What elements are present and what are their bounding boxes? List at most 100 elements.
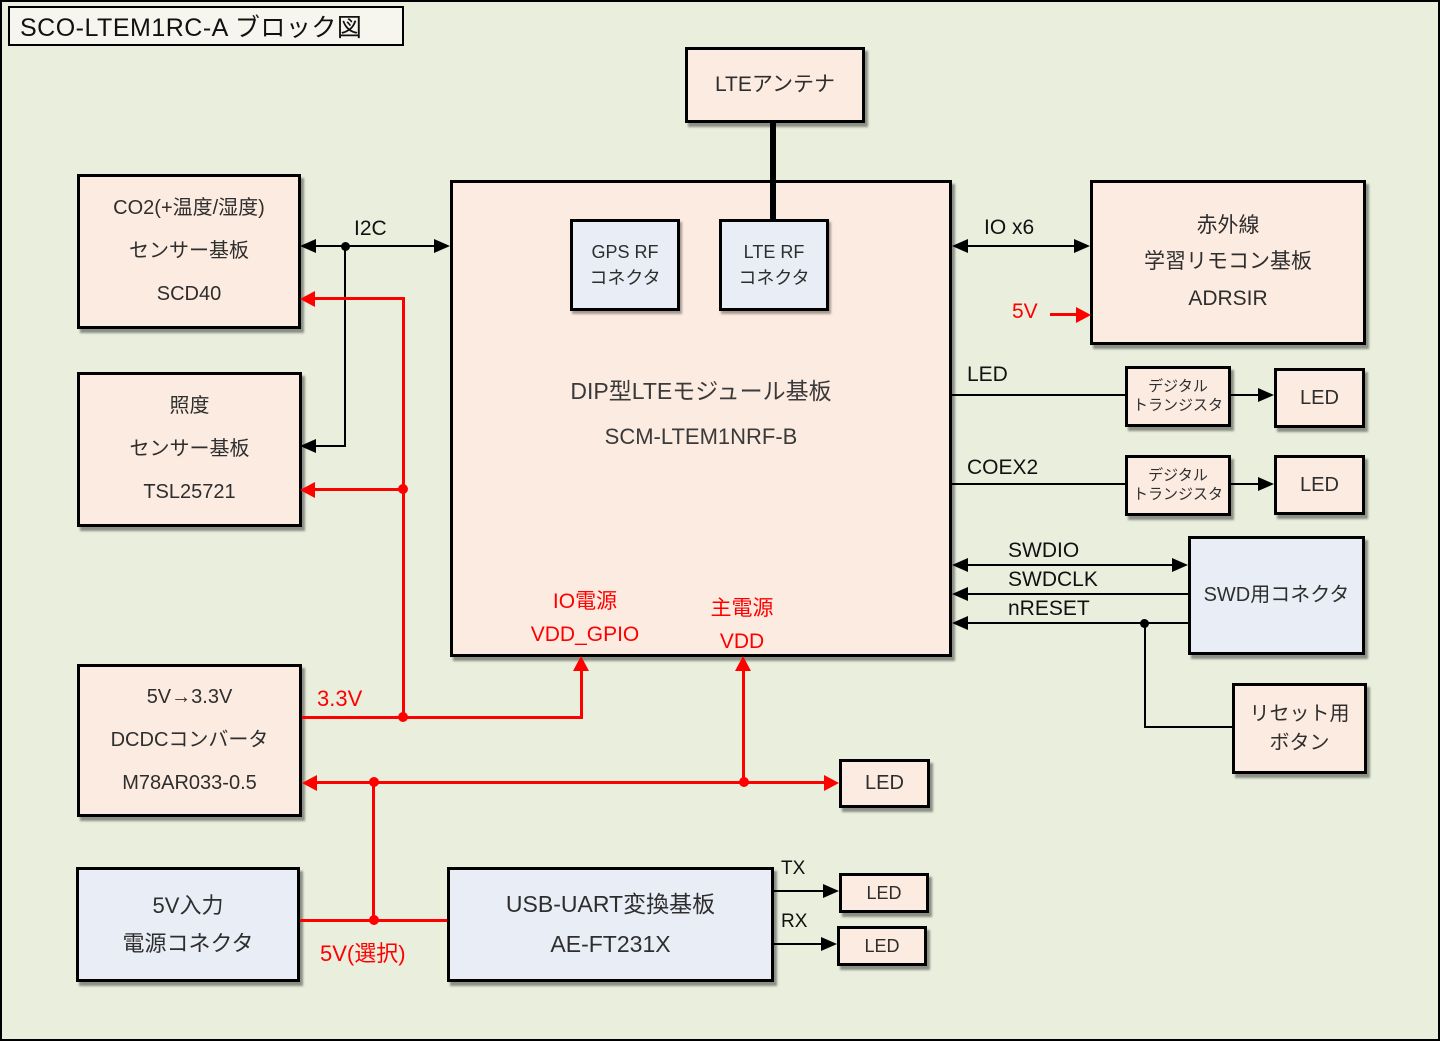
module-board-title: DIP型LTEモジュール基板 — [570, 378, 832, 404]
usb-uart-line1: USB-UART変換基板 — [505, 891, 716, 918]
power-input-line1: 5V入力 — [152, 892, 224, 918]
lux-line3: TSL25721 — [143, 481, 236, 503]
swdio-line — [966, 564, 1174, 566]
i2c-arrow-left-icon — [300, 239, 316, 253]
antenna-feed-line — [770, 122, 776, 220]
rx-line — [774, 943, 822, 945]
dcdc-converter-box: 5V→3.3V DCDCコンバータ M78AR033-0.5 — [77, 664, 302, 817]
swdio-arrow-left-icon — [952, 558, 968, 572]
nreset-line — [966, 622, 1188, 624]
ir-remote-line2: 学習リモコン基板 — [1144, 250, 1312, 274]
gps-rf-line1: GPS RF — [591, 241, 659, 262]
digital-transistor2-line2: トランジスタ — [1132, 485, 1223, 503]
io-x6-label: IO x6 — [984, 216, 1035, 239]
led-tx-label: LED — [866, 882, 902, 903]
ir-remote-line3: ADRSIR — [1188, 286, 1268, 310]
lte-rf-connector-box: LTE RF コネクタ — [719, 219, 829, 311]
diagram-title: SCO-LTEM1RC-A ブロック図 — [8, 6, 404, 46]
reset-button-line1: リセット用 — [1249, 702, 1350, 725]
power-input-box: 5V入力 電源コネクタ — [76, 867, 300, 982]
co2-line2: センサー基板 — [129, 240, 249, 262]
lux-power-arrow-icon — [300, 482, 315, 498]
v5-selected-junction-dot — [369, 915, 379, 925]
v33-label: 3.3V — [317, 686, 363, 711]
led-power-box: LED — [839, 759, 930, 808]
vdd-gpio-vline — [580, 670, 583, 719]
coex2-signal-line — [952, 483, 1125, 485]
i2c-lux-line — [315, 445, 346, 447]
co2-sensor-box: CO2(+温度/湿度) センサー基板 SCD40 — [77, 174, 301, 329]
io-power-line1: IO電源 — [552, 590, 618, 613]
io-power-label: IO電源 VDD_GPIO — [500, 586, 670, 651]
io-power-line2: VDD_GPIO — [530, 622, 640, 646]
led2-arrow-icon — [1258, 477, 1274, 491]
ir-remote-box: 赤外線 学習リモコン基板 ADRSIR — [1090, 180, 1366, 345]
i2c-branch-line — [344, 246, 346, 446]
tx-label: TX — [781, 858, 806, 879]
tx-line — [774, 890, 824, 892]
main-power-line1: 主電源 — [710, 597, 774, 620]
lte-module-board-box: GPS RF コネクタ LTE RF コネクタ DIP型LTEモジュール基板 S… — [450, 180, 952, 657]
swdclk-label: SWDCLK — [1008, 568, 1098, 591]
swd-connector-label: SWD用コネクタ — [1203, 584, 1350, 606]
main-power-label: 主電源 VDD — [682, 593, 802, 658]
led1-drive-line — [1231, 394, 1259, 396]
co2-line1: CO2(+温度/湿度) — [113, 197, 265, 219]
led-power-arrow-icon — [824, 775, 839, 791]
digital-transistor1-line1: デジタル — [1148, 377, 1208, 395]
reset-button-box: リセット用 ボタン — [1232, 683, 1367, 774]
digital-transistor1-line2: トランジスタ — [1132, 396, 1223, 414]
lux-power-junction-dot — [398, 484, 408, 494]
rx-arrow-icon — [821, 937, 837, 951]
nreset-label: nRESET — [1008, 597, 1090, 620]
dcdc-line1: 5V→3.3V — [146, 686, 233, 708]
i2c-lux-arrow-icon — [300, 439, 316, 453]
gps-rf-line2: コネクタ — [589, 268, 661, 288]
ir-5v-label: 5V — [1012, 300, 1038, 323]
v33-line — [302, 716, 583, 719]
vdd-gpio-arrow-icon — [573, 656, 589, 671]
io-x6-line — [966, 245, 1076, 247]
led2-label: LED — [1300, 473, 1339, 496]
rx-label: RX — [781, 911, 808, 932]
lux-line2: センサー基板 — [129, 438, 250, 460]
v33-junction-dot — [398, 712, 408, 722]
nreset-arrow-icon — [952, 616, 968, 630]
i2c-arrow-right-icon — [434, 239, 450, 253]
ir-5v-line — [1050, 313, 1077, 316]
reset-branch-hline — [1144, 726, 1232, 728]
i2c-label: I2C — [354, 217, 387, 240]
dcdc-line3: M78AR033-0.5 — [122, 772, 257, 794]
ir-remote-line1: 赤外線 — [1196, 213, 1260, 237]
lte-antenna-box: LTEアンテナ — [685, 47, 865, 123]
led-signal-line — [952, 394, 1125, 396]
swdio-arrow-right-icon — [1172, 558, 1188, 572]
digital-transistor2-box: デジタル トランジスタ — [1125, 455, 1231, 516]
swdclk-line — [966, 593, 1188, 595]
gps-rf-connector-box: GPS RF コネクタ — [570, 219, 680, 311]
i2c-line — [315, 245, 435, 247]
led-rx-box: LED — [837, 926, 927, 966]
swd-connector-box: SWD用コネクタ — [1188, 536, 1365, 655]
dcdc-line2: DCDCコンバータ — [110, 729, 269, 751]
digital-transistor2-line1: デジタル — [1148, 466, 1208, 484]
io-x6-arrow-left-icon — [952, 239, 968, 253]
led1-arrow-icon — [1258, 388, 1274, 402]
reset-button-line2: ボタン — [1269, 731, 1330, 754]
ir-5v-arrow-icon — [1076, 307, 1091, 323]
lte-rf-line1: LTE RF — [743, 241, 805, 262]
vdd-arrow-icon — [735, 656, 751, 671]
power-mid-vline — [372, 782, 375, 922]
co2-line3: SCD40 — [156, 283, 222, 305]
led-power-label: LED — [865, 772, 904, 794]
led2-drive-line — [1231, 483, 1259, 485]
lux-line1: 照度 — [169, 395, 210, 417]
led1-label: LED — [1300, 386, 1339, 409]
lte-rf-line2: コネクタ — [738, 268, 810, 288]
swdclk-arrow-icon — [952, 587, 968, 601]
led2-box: LED — [1274, 455, 1365, 515]
io-x6-arrow-right-icon — [1074, 239, 1090, 253]
led-signal-label: LED — [967, 363, 1008, 386]
lux-sensor-box: 照度 センサー基板 TSL25721 — [77, 372, 302, 527]
led1-box: LED — [1274, 368, 1365, 428]
